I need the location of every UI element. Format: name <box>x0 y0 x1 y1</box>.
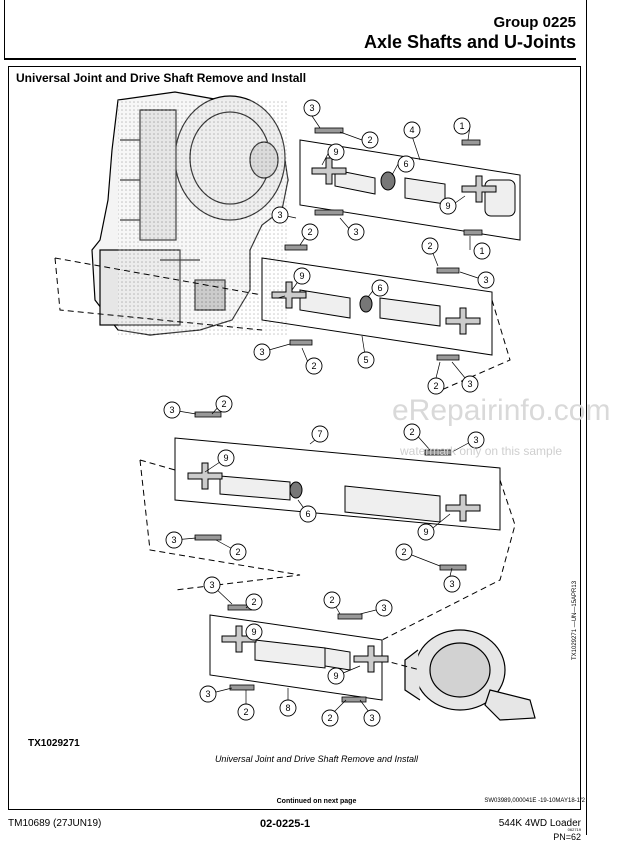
callout-3: 3 <box>169 405 174 415</box>
left-margin-rule <box>4 0 5 60</box>
callout-6: 6 <box>403 159 408 169</box>
footer-model: 544K 4WD Loader <box>498 818 581 829</box>
callout-9: 9 <box>333 147 338 157</box>
callout-9: 9 <box>333 671 338 681</box>
watermark-main: eRepairinfo.com <box>392 394 611 427</box>
page-title: Axle Shafts and U-Joints <box>363 32 576 52</box>
watermark-sub: watermark only on this sample <box>400 444 563 458</box>
callout-9: 9 <box>423 527 428 537</box>
callout-2: 2 <box>307 227 312 237</box>
callout-3: 3 <box>171 535 176 545</box>
footer-pn: PN=62 <box>553 832 581 842</box>
group-label: Group 0225 <box>493 14 576 31</box>
callout-3: 3 <box>473 435 478 445</box>
assembly-outlines <box>54 139 521 701</box>
right-margin-rule <box>586 0 587 835</box>
callouts: 3 2 1 4 9 6 9 3 2 3 1 2 3 9 6 3 2 5 2 3 … <box>163 99 495 727</box>
callout-6: 6 <box>305 509 310 519</box>
footer-manual-id: TM10689 (27JUN19) <box>8 818 102 829</box>
callout-5: 5 <box>363 355 368 365</box>
callout-9: 9 <box>223 453 228 463</box>
callout-3: 3 <box>277 210 282 220</box>
figure-id: TX1029271 <box>28 738 80 749</box>
callout-4: 4 <box>409 125 414 135</box>
document-code: SW03989,000041E -19-10MAY18-1/2 <box>484 798 585 804</box>
callout-2: 2 <box>221 399 226 409</box>
callout-1: 1 <box>479 246 484 256</box>
callout-3: 3 <box>467 379 472 389</box>
u-joints <box>187 157 497 673</box>
callout-6: 6 <box>377 283 382 293</box>
callout-2: 2 <box>251 597 256 607</box>
footer-date-code: 062719 <box>567 827 581 832</box>
callout-9: 9 <box>251 627 256 637</box>
callout-2: 2 <box>427 241 432 251</box>
figure-frame <box>8 66 581 810</box>
drive-shafts <box>219 169 516 671</box>
callout-3: 3 <box>353 227 358 237</box>
axle-housing <box>404 629 536 721</box>
callout-3: 3 <box>369 713 374 723</box>
callout-8: 8 <box>285 703 290 713</box>
transmission-housing <box>91 91 289 336</box>
callout-2: 2 <box>401 547 406 557</box>
callout-2: 2 <box>243 707 248 717</box>
callout-9: 9 <box>445 201 450 211</box>
callout-3: 3 <box>209 580 214 590</box>
callout-9: 9 <box>299 271 304 281</box>
footer-page-number: 02-0225-1 <box>260 818 311 830</box>
callout-3: 3 <box>483 275 488 285</box>
callout-2: 2 <box>433 381 438 391</box>
callout-3: 3 <box>259 347 264 357</box>
callout-2: 2 <box>367 135 372 145</box>
callout-2: 2 <box>409 427 414 437</box>
section-title: Universal Joint and Drive Shaft Remove a… <box>16 71 307 85</box>
bolts-and-straps <box>194 127 483 703</box>
callout-3: 3 <box>381 603 386 613</box>
callout-2: 2 <box>329 595 334 605</box>
callout-3: 3 <box>309 103 314 113</box>
header-rule <box>4 58 576 60</box>
callout-3: 3 <box>449 579 454 589</box>
callout-2: 2 <box>311 361 316 371</box>
callout-2: 2 <box>235 547 240 557</box>
continued-note: Continued on next page <box>276 798 357 805</box>
callout-2: 2 <box>327 713 332 723</box>
figure-side-code: TX1029271 —UN—15APR13 <box>572 580 578 660</box>
figure-caption: Universal Joint and Drive Shaft Remove a… <box>214 754 419 764</box>
callout-3: 3 <box>205 689 210 699</box>
callout-1: 1 <box>459 121 464 131</box>
callout-7: 7 <box>317 429 322 439</box>
